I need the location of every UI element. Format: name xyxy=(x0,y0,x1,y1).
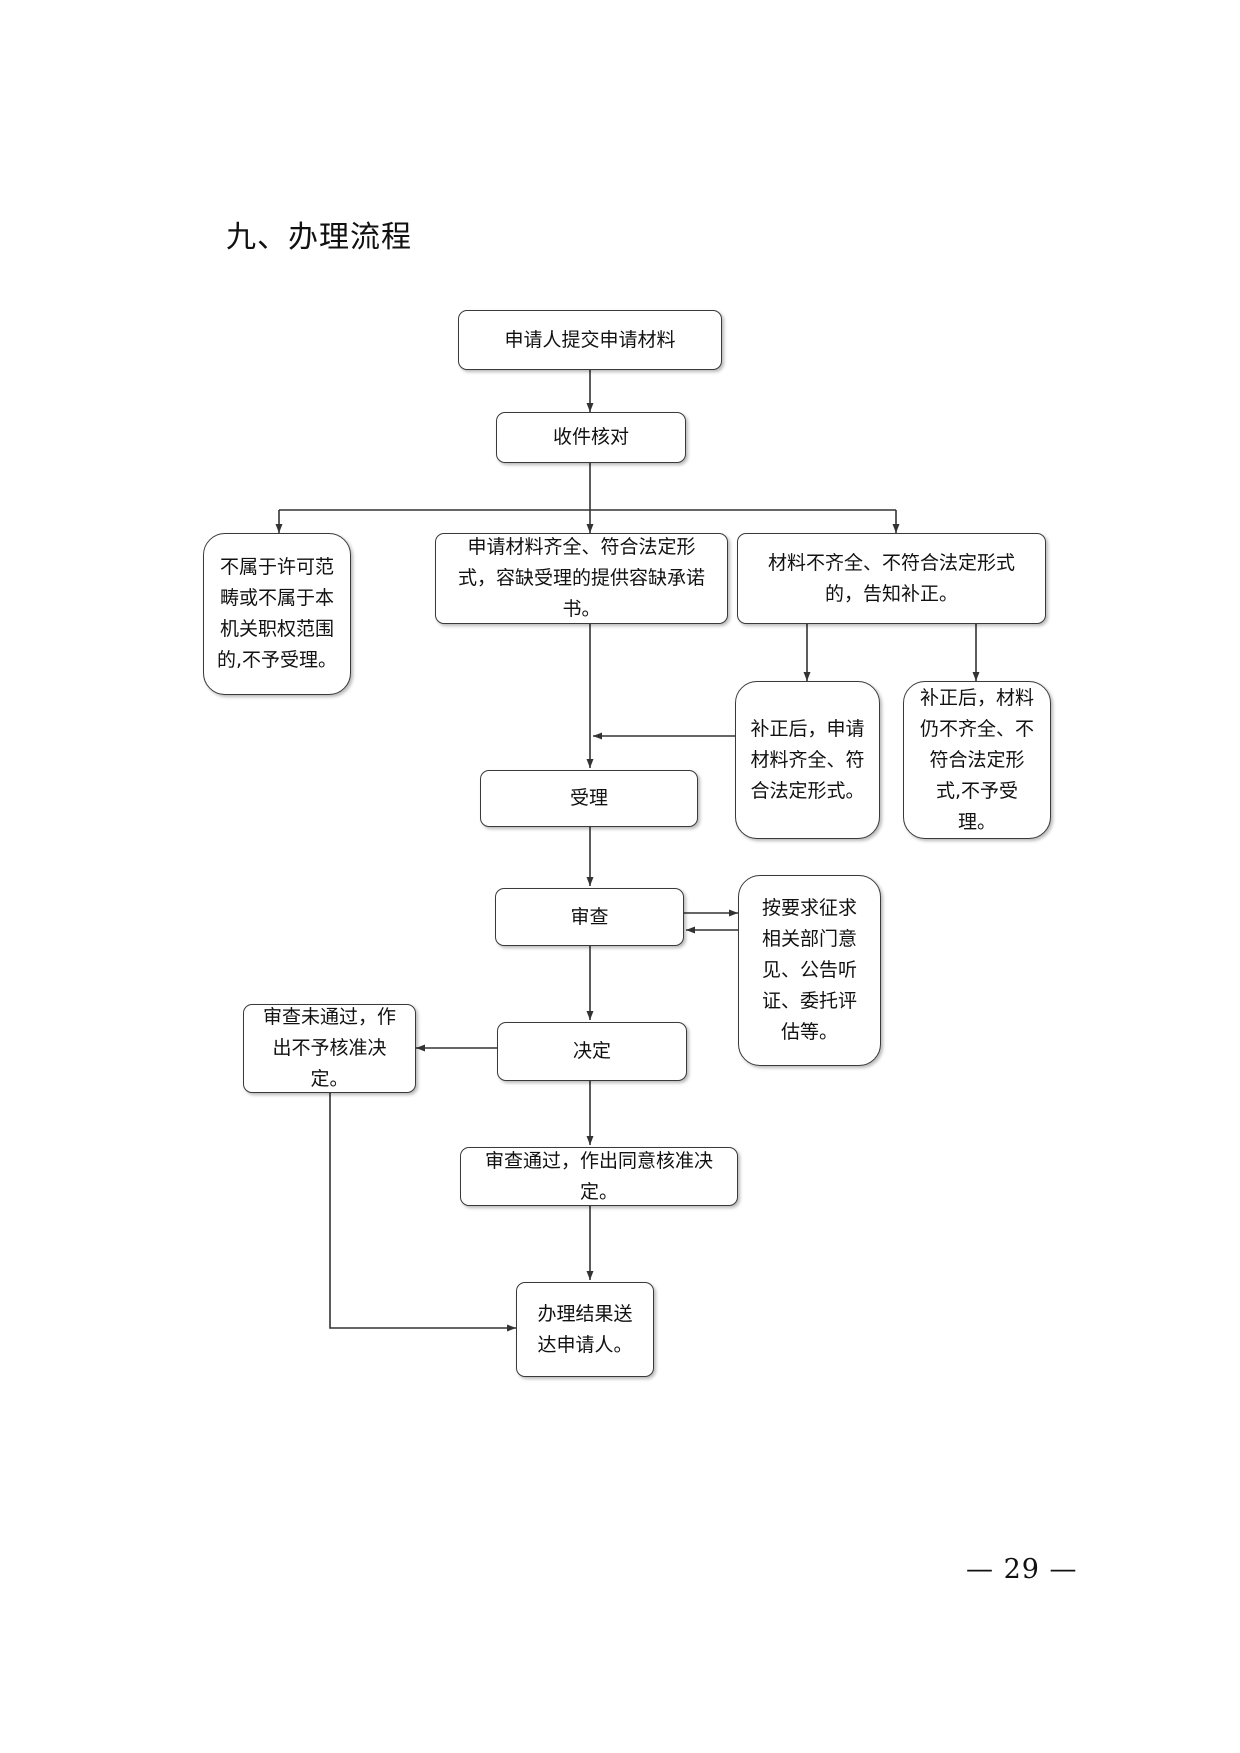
node-verify: 收件核对 xyxy=(496,412,686,463)
node-corrected-fail: 补正后，材料仍不齐全、不符合法定形式,不予受理。 xyxy=(903,681,1051,839)
node-incomplete: 材料不齐全、不符合法定形式的，告知补正。 xyxy=(737,533,1046,624)
node-deliver: 办理结果送达申请人。 xyxy=(516,1282,654,1377)
node-accept: 受理 xyxy=(480,770,698,827)
node-corrected-ok: 补正后，申请材料齐全、符合法定形式。 xyxy=(735,681,880,839)
node-approve: 审查通过，作出同意核准决定。 xyxy=(460,1147,738,1206)
node-review: 审查 xyxy=(495,888,684,946)
node-reject: 审查未通过，作出不予核准决定。 xyxy=(243,1004,416,1093)
node-decide: 决定 xyxy=(497,1022,687,1081)
page-number: — 29 — xyxy=(966,1554,1078,1585)
node-consult: 按要求征求相关部门意见、公告听证、委托评估等。 xyxy=(738,875,881,1066)
node-submit: 申请人提交申请材料 xyxy=(458,310,722,370)
node-complete: 申请材料齐全、符合法定形式，容缺受理的提供容缺承诺书。 xyxy=(435,533,728,624)
section-title: 九、办理流程 xyxy=(226,220,412,255)
node-out-of-scope: 不属于许可范畴或不属于本机关职权范围的,不予受理。 xyxy=(203,533,351,695)
arrow-reject-to-deliver xyxy=(329,1093,516,1332)
